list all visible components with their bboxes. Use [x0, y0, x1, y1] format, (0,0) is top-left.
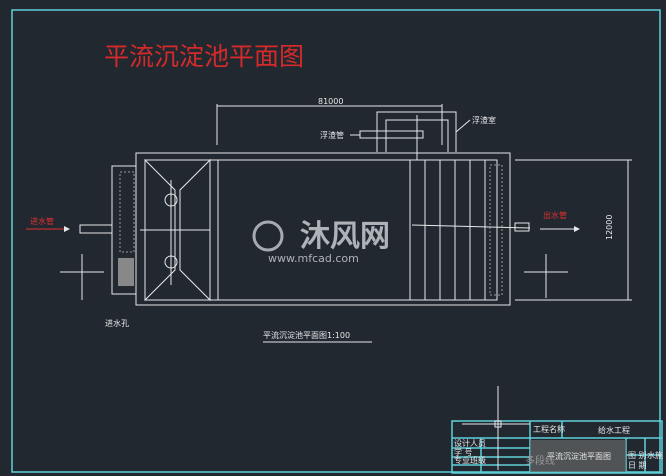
inlet-pipe: 进水管	[26, 216, 113, 234]
svg-text:进水孔: 进水孔	[105, 318, 129, 328]
svg-text:81000: 81000	[318, 97, 343, 106]
sedimentation-tank	[111, 152, 531, 306]
cross-marker-right	[524, 254, 568, 298]
svg-text:出水管: 出水管	[543, 210, 567, 220]
svg-text:浮渣室: 浮渣室	[472, 115, 496, 125]
svg-text:浮渣管: 浮渣管	[320, 130, 344, 140]
svg-text:平流沉淀池平面图: 平流沉淀池平面图	[547, 451, 611, 461]
svg-text:图 别: 图 别	[628, 451, 647, 460]
svg-text:沐风网: 沐风网	[300, 219, 390, 254]
cross-marker-left	[60, 254, 104, 300]
svg-text:日 期: 日 期	[628, 461, 647, 470]
svg-text:水施: 水施	[647, 450, 663, 460]
length-dimension: 81000	[216, 97, 443, 145]
svg-text:12000: 12000	[605, 215, 614, 240]
svg-text:给水工程: 给水工程	[598, 425, 630, 435]
drawing-frame	[11, 9, 661, 473]
svg-text:学 号: 学 号	[454, 447, 473, 457]
inlet-hole-hatch	[118, 258, 134, 286]
watermark: 沐风网 www.mfcad.com	[252, 219, 390, 265]
svg-text:设计人员: 设计人员	[454, 438, 486, 448]
outlet-pipe: 出水管	[540, 210, 580, 232]
width-dimension: 12000	[515, 159, 632, 301]
drawing-title: 平流沉淀池平面图	[104, 42, 304, 71]
svg-text:多段线: 多段线	[525, 454, 555, 467]
svg-text:www.mfcad.com: www.mfcad.com	[268, 252, 359, 265]
plan-subtitle: 平流沉淀池平面图1:100	[263, 330, 350, 340]
svg-text:进水管: 进水管	[30, 216, 54, 226]
svg-text:工程名称: 工程名称	[533, 424, 565, 434]
svg-text:专业班级: 专业班级	[454, 455, 486, 465]
title-block: 工程名称 给水工程 设计人员 学 号 专业班级 平流沉淀池平面图 多段线 图 别…	[451, 386, 663, 474]
